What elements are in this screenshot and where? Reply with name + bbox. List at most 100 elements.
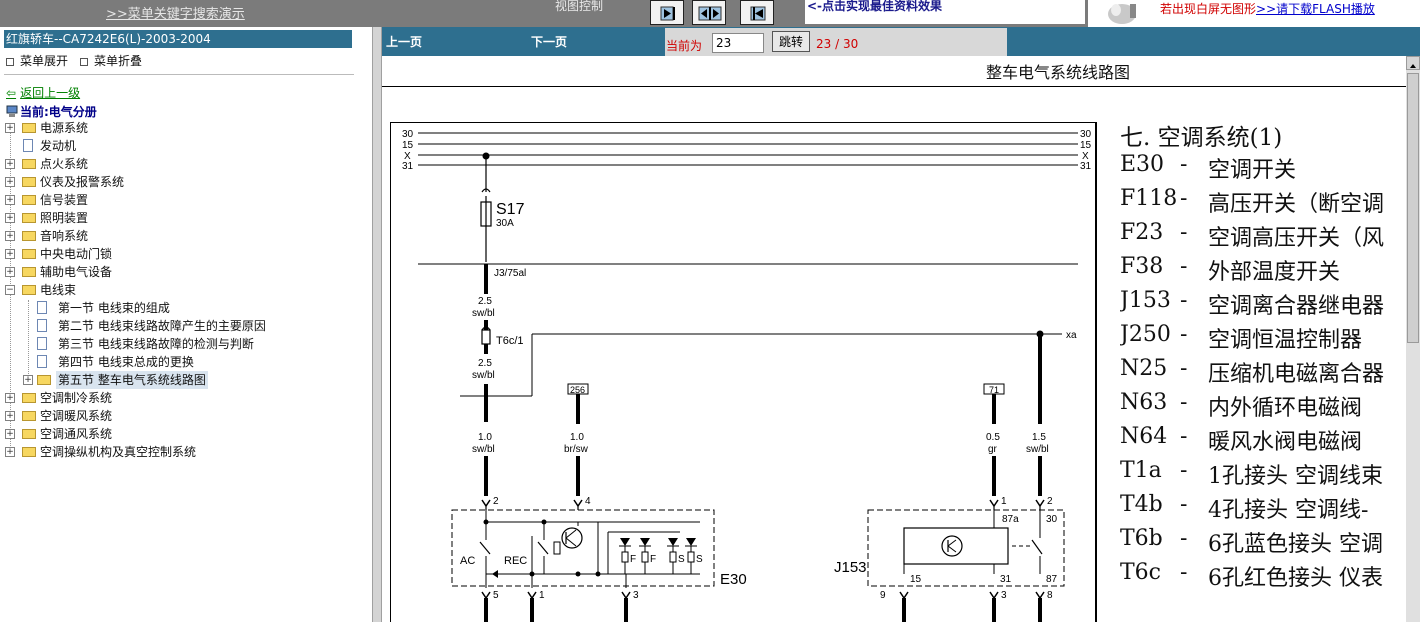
- page-number-input[interactable]: [712, 33, 764, 53]
- rail-label: X: [1082, 151, 1089, 162]
- wire-size: 2.5: [478, 358, 492, 369]
- legend-desc: 外部温度开关: [1208, 260, 1341, 285]
- document-icon: [37, 319, 47, 332]
- open-folder-icon: [22, 285, 36, 295]
- wire-color: sw/bl: [1026, 444, 1049, 455]
- legend-code: T1a: [1120, 458, 1162, 483]
- legend-dash: -: [1180, 526, 1188, 551]
- rail-label: 15: [402, 140, 414, 151]
- white-screen-tip: 若出现白屏无图形: [1160, 2, 1257, 16]
- diagram-frame: [390, 122, 1097, 622]
- legend-dash: -: [1180, 288, 1188, 313]
- legend-desc: 6孔红色接头 仪表: [1208, 566, 1383, 591]
- pin-arrow: [989, 591, 999, 600]
- pin-number: 3: [633, 590, 639, 601]
- j153-relay: [867, 509, 1065, 587]
- scroll-thumb[interactable]: [1407, 73, 1419, 343]
- switch-label-s: S: [678, 554, 685, 565]
- switch-label-rec: REC: [504, 555, 527, 567]
- legend-code: F118: [1120, 186, 1178, 211]
- fuse-rating: 30A: [496, 218, 514, 229]
- menu-item-label: 中央电动门锁: [40, 247, 113, 261]
- view-fit-button[interactable]: [692, 0, 726, 25]
- connector-label: J3/75al: [494, 268, 526, 279]
- current-location-label: 当前:电气分册: [20, 105, 97, 119]
- current-page-label: 当前为: [666, 39, 703, 53]
- page-count: 23 / 30: [816, 37, 859, 51]
- legend-dash: -: [1180, 220, 1188, 245]
- legend-title: 七. 空调系统(1): [1120, 125, 1283, 151]
- document-view: [382, 56, 1406, 622]
- legend-desc: 高压开关（断空调: [1208, 192, 1385, 217]
- legend-code: T6c: [1120, 560, 1161, 585]
- expand-icon: +: [23, 375, 33, 385]
- menu-item-label: 空调操纵机构及真空控制系统: [40, 445, 197, 459]
- pin-number: 8: [1047, 590, 1053, 601]
- relay-pin: 15: [910, 574, 922, 585]
- rail-label: 31: [1080, 161, 1092, 172]
- back-link[interactable]: ⇦返回上一级: [6, 84, 80, 101]
- folder-icon: [22, 249, 36, 259]
- expand-icon: +: [5, 231, 15, 241]
- pin-number: 3: [1001, 590, 1007, 601]
- folder-icon: [22, 411, 36, 421]
- wiring-diagram: 30 15 X 31 30 15 X 31 S17 30A J3/75al 2.…: [390, 122, 1097, 622]
- fuse-symbol: [481, 188, 491, 193]
- scroll-up-button[interactable]: [1406, 56, 1420, 70]
- title-rule: [382, 86, 1406, 87]
- legend-code: N64: [1120, 424, 1168, 449]
- expand-icon: +: [5, 267, 15, 277]
- view-forward-button[interactable]: [650, 0, 684, 25]
- square-icon: [6, 57, 14, 66]
- legend-code: J153: [1120, 288, 1171, 313]
- pin-number: 1: [539, 590, 545, 601]
- expand-icon: +: [5, 249, 15, 259]
- menu-expand-label: 菜单展开: [20, 54, 69, 68]
- folder-icon: [22, 429, 36, 439]
- xa-label: xa: [1066, 330, 1077, 341]
- flash-tip: 若出现白屏无图形>>请下载FLASH播放: [1160, 0, 1375, 17]
- legend-code: N63: [1120, 390, 1168, 415]
- legend-code: F23: [1120, 220, 1164, 245]
- legend-dash: -: [1180, 424, 1188, 449]
- switch-label-f: F: [630, 554, 636, 565]
- wire-color: gr: [988, 444, 998, 455]
- view-control-label: 视图控制: [555, 0, 604, 13]
- connector-label: T6c/1: [496, 335, 524, 347]
- page-title: 整车电气系统线路图: [986, 63, 1131, 82]
- download-flash-link[interactable]: >>请下载FLASH播放: [1256, 2, 1375, 16]
- back-label: 返回上一级: [20, 86, 81, 100]
- pin-number: 1: [1001, 496, 1007, 507]
- rail-label: X: [404, 151, 411, 162]
- menu-item-label: 辅助电气设备: [40, 265, 113, 279]
- menu-item-label: 第三节 电线束线路故障的检测与判断: [58, 337, 254, 351]
- power-rails: 30 15 X 31 30 15 X 31: [402, 129, 1092, 172]
- view-back-button[interactable]: [740, 0, 774, 25]
- menu-expand-button[interactable]: 菜单展开: [6, 52, 68, 69]
- wire-size: 1.0: [570, 432, 584, 443]
- relay-pin: 31: [1000, 574, 1012, 585]
- legend-desc: 4孔接头 空调线-: [1208, 498, 1369, 523]
- prev-page-link[interactable]: 上一页: [386, 35, 423, 49]
- folder-icon: [22, 267, 36, 277]
- jump-button[interactable]: 跳转: [772, 31, 810, 52]
- wire-color: sw/bl: [472, 444, 495, 455]
- rail-label: 30: [402, 129, 414, 140]
- legend-desc: 6孔蓝色接头 空调: [1208, 532, 1383, 557]
- wire-size: 1.5: [1032, 432, 1046, 443]
- tree-line: [28, 300, 29, 382]
- pin-arrow: [899, 591, 909, 600]
- relay-pin: 30: [1046, 514, 1058, 525]
- connector-symbol: [481, 326, 491, 331]
- wire-size: 1.0: [478, 432, 492, 443]
- panel-splitter[interactable]: [372, 27, 382, 622]
- next-page-link[interactable]: 下一页: [531, 35, 568, 49]
- legend-desc: 内外循环电磁阀: [1208, 396, 1363, 421]
- legend-desc: 空调高压开关（风: [1208, 226, 1385, 251]
- component-legend: 七. 空调系统(1) E30-空调开关 F118-高压开关（断空调 F23-空调…: [1120, 118, 1406, 618]
- collapse-icon: −: [5, 285, 15, 295]
- switch-label-ac: AC: [460, 555, 475, 567]
- menu-collapse-button[interactable]: 菜单折叠: [80, 52, 142, 69]
- search-demo-link[interactable]: >>菜单关键字搜索演示: [106, 7, 245, 22]
- pin-number: 5: [493, 590, 499, 601]
